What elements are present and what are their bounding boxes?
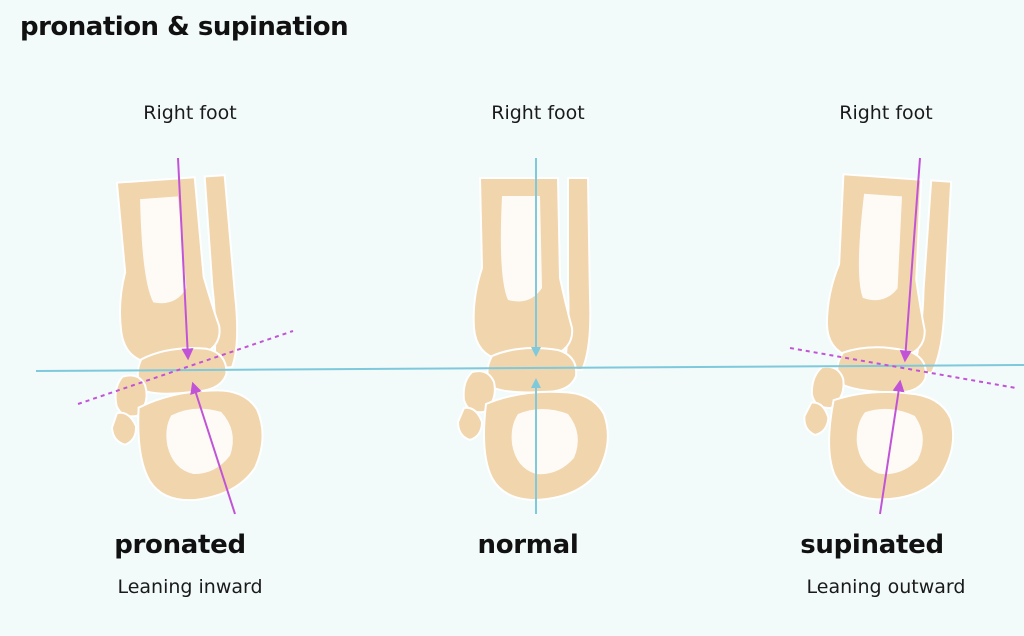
- supinated-heel-axis-arrow: [879, 379, 905, 515]
- supinated-tibia-axis-arrow: [899, 157, 921, 363]
- panel-normal-condition-label: normal: [477, 530, 579, 560]
- pronated-tibia-axis-arrow: [177, 157, 194, 361]
- ankle-bones-normal: [457, 177, 609, 501]
- supinated-joint-dashed-line: [789, 347, 1017, 389]
- page-title: pronation & supination: [20, 12, 349, 42]
- panel-normal-foot-label: Right foot: [491, 102, 585, 124]
- ground-reference-line: [35, 364, 1024, 372]
- panel-pronated-condition-label: pronated: [114, 530, 246, 560]
- panel-supinated-condition-label: supinated: [800, 530, 944, 560]
- panel-supinated-description: Leaning outward: [806, 576, 966, 598]
- panel-supinated-foot-label: Right foot: [839, 102, 933, 124]
- pronated-joint-dashed-line: [77, 330, 294, 405]
- panel-pronated-foot-label: Right foot: [143, 102, 237, 124]
- ankle-bones-supinated: [797, 171, 972, 506]
- pronated-heel-axis-arrow: [190, 381, 236, 515]
- panel-pronated-description: Leaning inward: [117, 576, 263, 598]
